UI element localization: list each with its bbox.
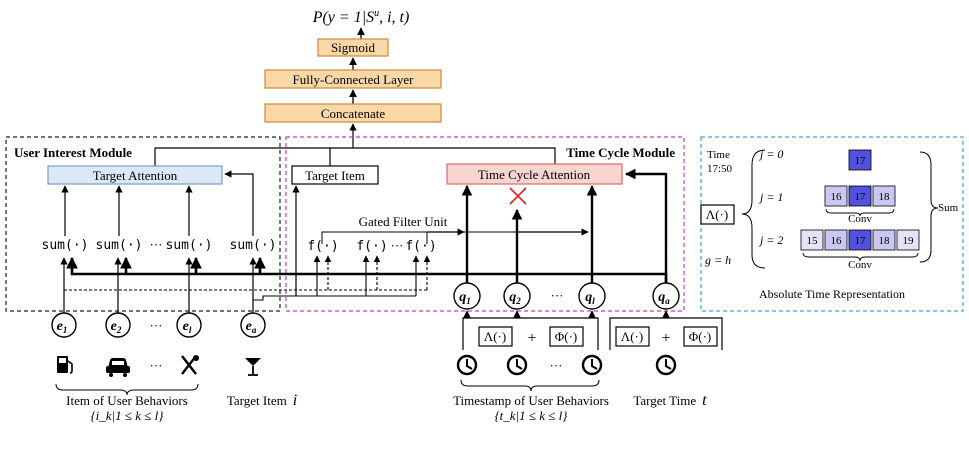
filter-2: f(·) (356, 239, 387, 254)
fully-connected-box (264, 69, 442, 89)
svg-text:17: 17 (855, 191, 867, 203)
time-cycle-attention-label: Time Cycle Attention (478, 167, 591, 182)
svg-text:18: 18 (879, 191, 891, 203)
lambda-box-absolute (700, 204, 735, 225)
embedding-circles (51, 312, 266, 338)
svg-text:q1: q1 (459, 290, 471, 306)
icon-dots: ··· (150, 358, 163, 373)
embedding-dots: ··· (150, 318, 163, 333)
clock-icon (581, 354, 603, 376)
conv-label-1: Conv (848, 213, 872, 225)
clock-dots: ··· (550, 358, 563, 373)
svg-text:18: 18 (879, 235, 891, 247)
car-icon (106, 358, 130, 377)
target-item-box (291, 165, 379, 185)
behavior-caption: Item of User Behaviors (66, 393, 188, 408)
svg-text:17: 17 (855, 155, 867, 167)
time-cycle-module-title: Time Cycle Module (566, 145, 675, 160)
svg-text:Λ(·): Λ(·) (621, 329, 643, 344)
sigmoid-label: Sigmoid (331, 40, 376, 55)
plus-target: + (661, 330, 670, 347)
svg-text:Λ(·): Λ(·) (484, 329, 506, 344)
user-interest-module-title: User Interest Module (14, 145, 132, 160)
lambda-box-target (615, 326, 650, 347)
absolute-time-caption: Absolute Time Representation (759, 287, 905, 301)
svg-text:19: 19 (903, 235, 915, 247)
sum-a: sum(·) (230, 238, 277, 253)
cell-r2-16 (824, 229, 848, 251)
svg-text:e2: e2 (111, 319, 122, 335)
cocktail-icon (245, 358, 261, 376)
time-cycle-attention-box (446, 163, 623, 185)
svg-text:Λ(·): Λ(·) (706, 207, 728, 222)
phi-box-target (683, 326, 718, 347)
row-j2-label: j = 2 (758, 233, 783, 247)
time-label: Time (707, 149, 730, 161)
clock-icon (456, 354, 478, 376)
fork-knife-icon (181, 355, 199, 375)
cell-r2-15 (800, 229, 824, 251)
gated-filter-label: Gated Filter Unit (359, 214, 448, 229)
fully-connected-label: Fully-Connected Layer (293, 72, 415, 87)
filter-3: f(·) (405, 239, 436, 254)
behavior-set: {i_k|1 ≤ k ≤ l} (90, 408, 164, 423)
cell-r1-17 (848, 185, 872, 207)
cell-r1-16 (824, 185, 848, 207)
svg-text:17: 17 (855, 235, 867, 247)
svg-text:16: 16 (831, 191, 843, 203)
cell-r2-18 (872, 229, 896, 251)
sum-2: sum(·) (96, 238, 143, 253)
row-j1-label: j = 1 (758, 190, 783, 204)
concatenate-label: Concatenate (321, 106, 385, 121)
blocked-cross-icon (509, 187, 527, 205)
output-probability-label: P(y = 1|Su, i, t) (312, 8, 410, 26)
sum-dots: ··· (150, 237, 163, 252)
target-attention-label: Target Attention (93, 168, 178, 183)
sum-label: Sum (938, 202, 959, 214)
phi-box-behaviors (549, 326, 584, 347)
timestamp-caption: Timestamp of User Behaviors (453, 393, 609, 408)
target-attention-box (47, 165, 223, 185)
concatenate-box (264, 103, 442, 123)
cell-r2-19 (896, 229, 920, 251)
cell-r0-17 (848, 149, 872, 171)
conv-label-2: Conv (848, 259, 872, 271)
target-item-box-label: Target Item (305, 168, 365, 183)
filter-1: f(·) (307, 239, 338, 254)
fuel-pump-icon (57, 356, 73, 374)
svg-text:qa: qa (658, 290, 670, 306)
plus-behaviors: + (527, 330, 536, 347)
query-dots: ··· (551, 288, 564, 303)
svg-text:q2: q2 (509, 290, 521, 306)
clock-icon (506, 354, 528, 376)
svg-text:Φ(·): Φ(·) (555, 329, 578, 344)
user-interest-module-frame (5, 136, 281, 312)
lambda-box-behaviors (478, 326, 513, 347)
svg-text:el: el (183, 319, 192, 335)
timestamp-set: {t_k|1 ≤ k ≤ l} (494, 408, 568, 423)
svg-text:16: 16 (831, 235, 843, 247)
absolute-time-frame (700, 136, 964, 312)
svg-text:ql: ql (585, 290, 595, 306)
svg-text:e1: e1 (57, 319, 68, 335)
filter-dots: ··· (391, 238, 404, 253)
cell-r1-18 (872, 185, 896, 207)
cell-r2-17 (848, 229, 872, 251)
row-j0-label: j = 0 (758, 147, 783, 161)
sigmoid-box (317, 38, 389, 57)
time-cycle-module-frame (285, 136, 685, 312)
svg-text:15: 15 (807, 235, 819, 247)
sum-1: sum(·) (42, 238, 89, 253)
clock-icon (655, 354, 677, 376)
svg-text:ea: ea (246, 319, 257, 335)
time-value: 17:50 (707, 163, 733, 175)
sum-l: sum(·) (166, 238, 213, 253)
g-label: g = h (705, 253, 731, 267)
svg-text:Φ(·): Φ(·) (689, 329, 712, 344)
